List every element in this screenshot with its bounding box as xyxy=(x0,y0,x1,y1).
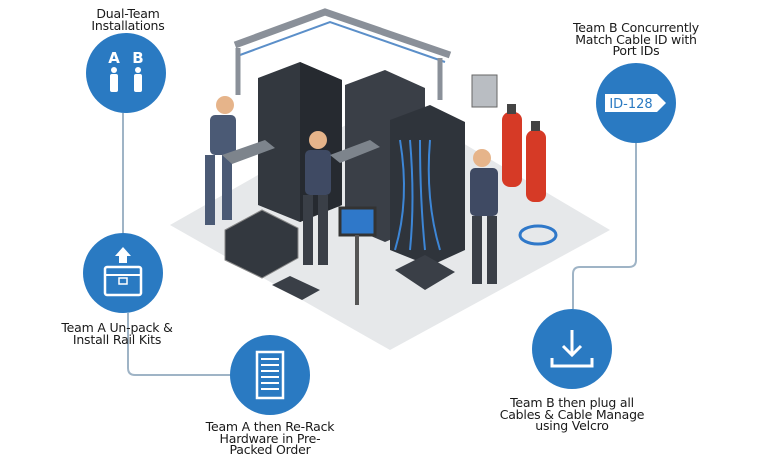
download-icon xyxy=(550,330,594,368)
connector-3 xyxy=(572,143,637,309)
step-circle-dual-team: A B xyxy=(86,33,166,113)
step-label-dual-team: Dual-Team Installations xyxy=(91,6,165,33)
team-a-letter: A xyxy=(108,49,120,67)
panel-box xyxy=(471,74,498,108)
two-people-icon: A B xyxy=(108,49,144,92)
cable-tag-icon: ID-128 xyxy=(605,94,666,112)
step-label-match-ids: Team B Concurrently Match Cable ID with … xyxy=(572,20,700,58)
step-circle-rerack xyxy=(230,335,310,415)
step-circle-unpack xyxy=(83,233,163,313)
cable-id-text: ID-128 xyxy=(609,97,652,112)
step-label-plug-cables: Team B then plug all Cables & Cable Mana… xyxy=(499,395,645,433)
team-b-letter: B xyxy=(132,49,143,67)
cable-coil xyxy=(518,224,558,246)
fire-extinguishers xyxy=(502,104,546,202)
step-label-rerack: Team A then Re-Rack Hardware in Pre- Pac… xyxy=(205,419,335,457)
unpack-case-icon xyxy=(103,247,143,297)
workers xyxy=(205,96,498,284)
step-label-unpack: Team A Un-pack & Install Rail Kits xyxy=(61,320,173,347)
server-rack-icon xyxy=(255,350,285,400)
step-circle-plug-cables xyxy=(532,309,612,389)
step-circle-match-ids: ID-128 xyxy=(596,63,676,143)
equipment xyxy=(224,206,455,305)
cable-tray xyxy=(233,8,452,100)
connector-2 xyxy=(127,313,232,376)
